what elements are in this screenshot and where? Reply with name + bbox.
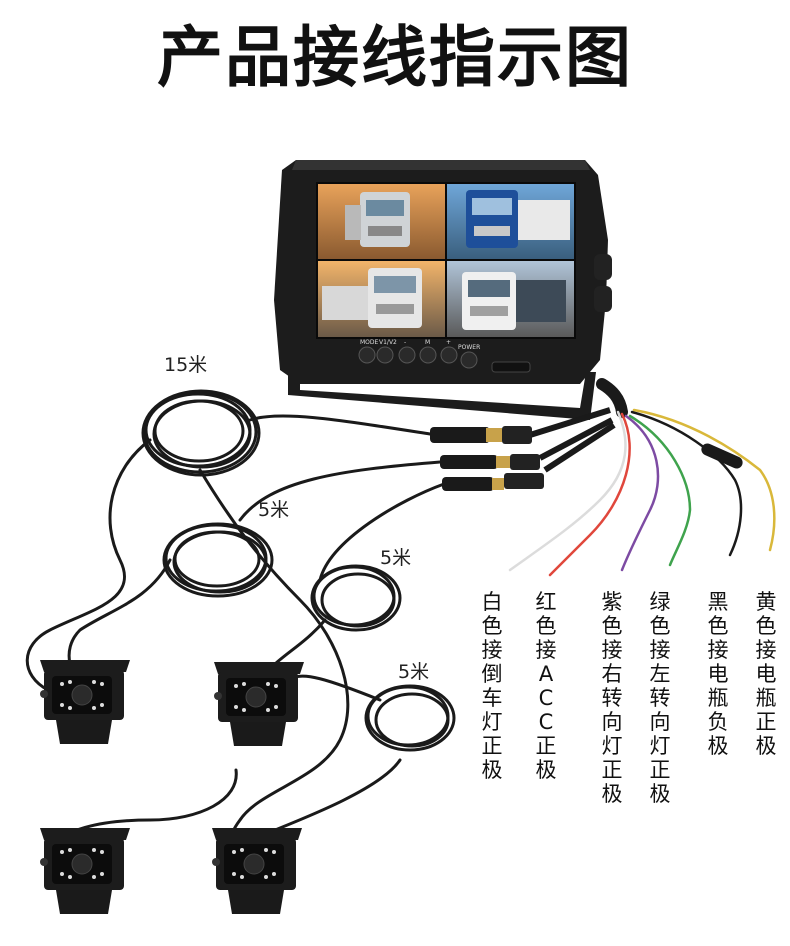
wire-label-yellow: 黄色接电瓶正极 [755,590,777,758]
cable-coil-15m [141,389,261,477]
wire-label-red: 红色接ACC正极 [535,590,557,782]
wire-label-green: 绿色接左转向灯正极 [649,590,671,806]
camera-3 [40,828,130,914]
mode-label: MODE [360,339,379,346]
cable-length-label: 15米 [164,354,208,376]
wire-label-purple: 紫色接右转向灯正极 [601,590,623,806]
cable-length-label: 5米 [258,499,290,521]
v1v2-label: V1/V2 [379,339,397,346]
wire-label-white: 白色接倒车灯正极 [481,590,503,782]
cable-length-label: 5米 [380,547,412,569]
menu-button[interactable] [419,346,437,364]
wire-label-black: 黑色接电瓶负极 [707,590,729,758]
connector-plug [442,477,494,491]
page-title: 产品接线指示图 [157,19,633,96]
power-button[interactable] [460,351,478,369]
camera-1 [40,660,130,744]
mode-button[interactable] [358,346,376,364]
v1v2-button[interactable] [376,346,394,364]
wire-bundle [508,378,776,577]
minus-button[interactable] [398,346,416,364]
cables [25,414,446,852]
ir-receiver [491,361,531,373]
monitor-button-row: MODE V1/V2 - M + POWER [358,339,531,373]
truck-icon [462,272,566,330]
menu-label: M [425,339,430,346]
cable-coil-5m [310,564,402,632]
fuse-holder [701,443,743,469]
connector-plug [440,455,498,469]
plus-label: + [446,339,451,346]
cable-coil-5m [162,522,274,598]
truck-icon [466,190,570,248]
plus-button[interactable] [440,346,458,364]
cable-coil-5m [364,684,456,752]
monitor: MODE V1/V2 - M + POWER [274,160,612,420]
camera-2 [214,662,304,746]
minus-label: - [404,339,406,346]
truck-icon [345,192,410,247]
knob [594,286,612,312]
connectors [430,407,616,491]
connector-plug [430,427,490,443]
power-label: POWER [458,344,480,351]
camera-4 [212,828,302,914]
cable-length-label: 5米 [398,661,430,683]
truck-icon [322,268,422,328]
knob [594,254,612,280]
monitor-stand [288,370,596,420]
